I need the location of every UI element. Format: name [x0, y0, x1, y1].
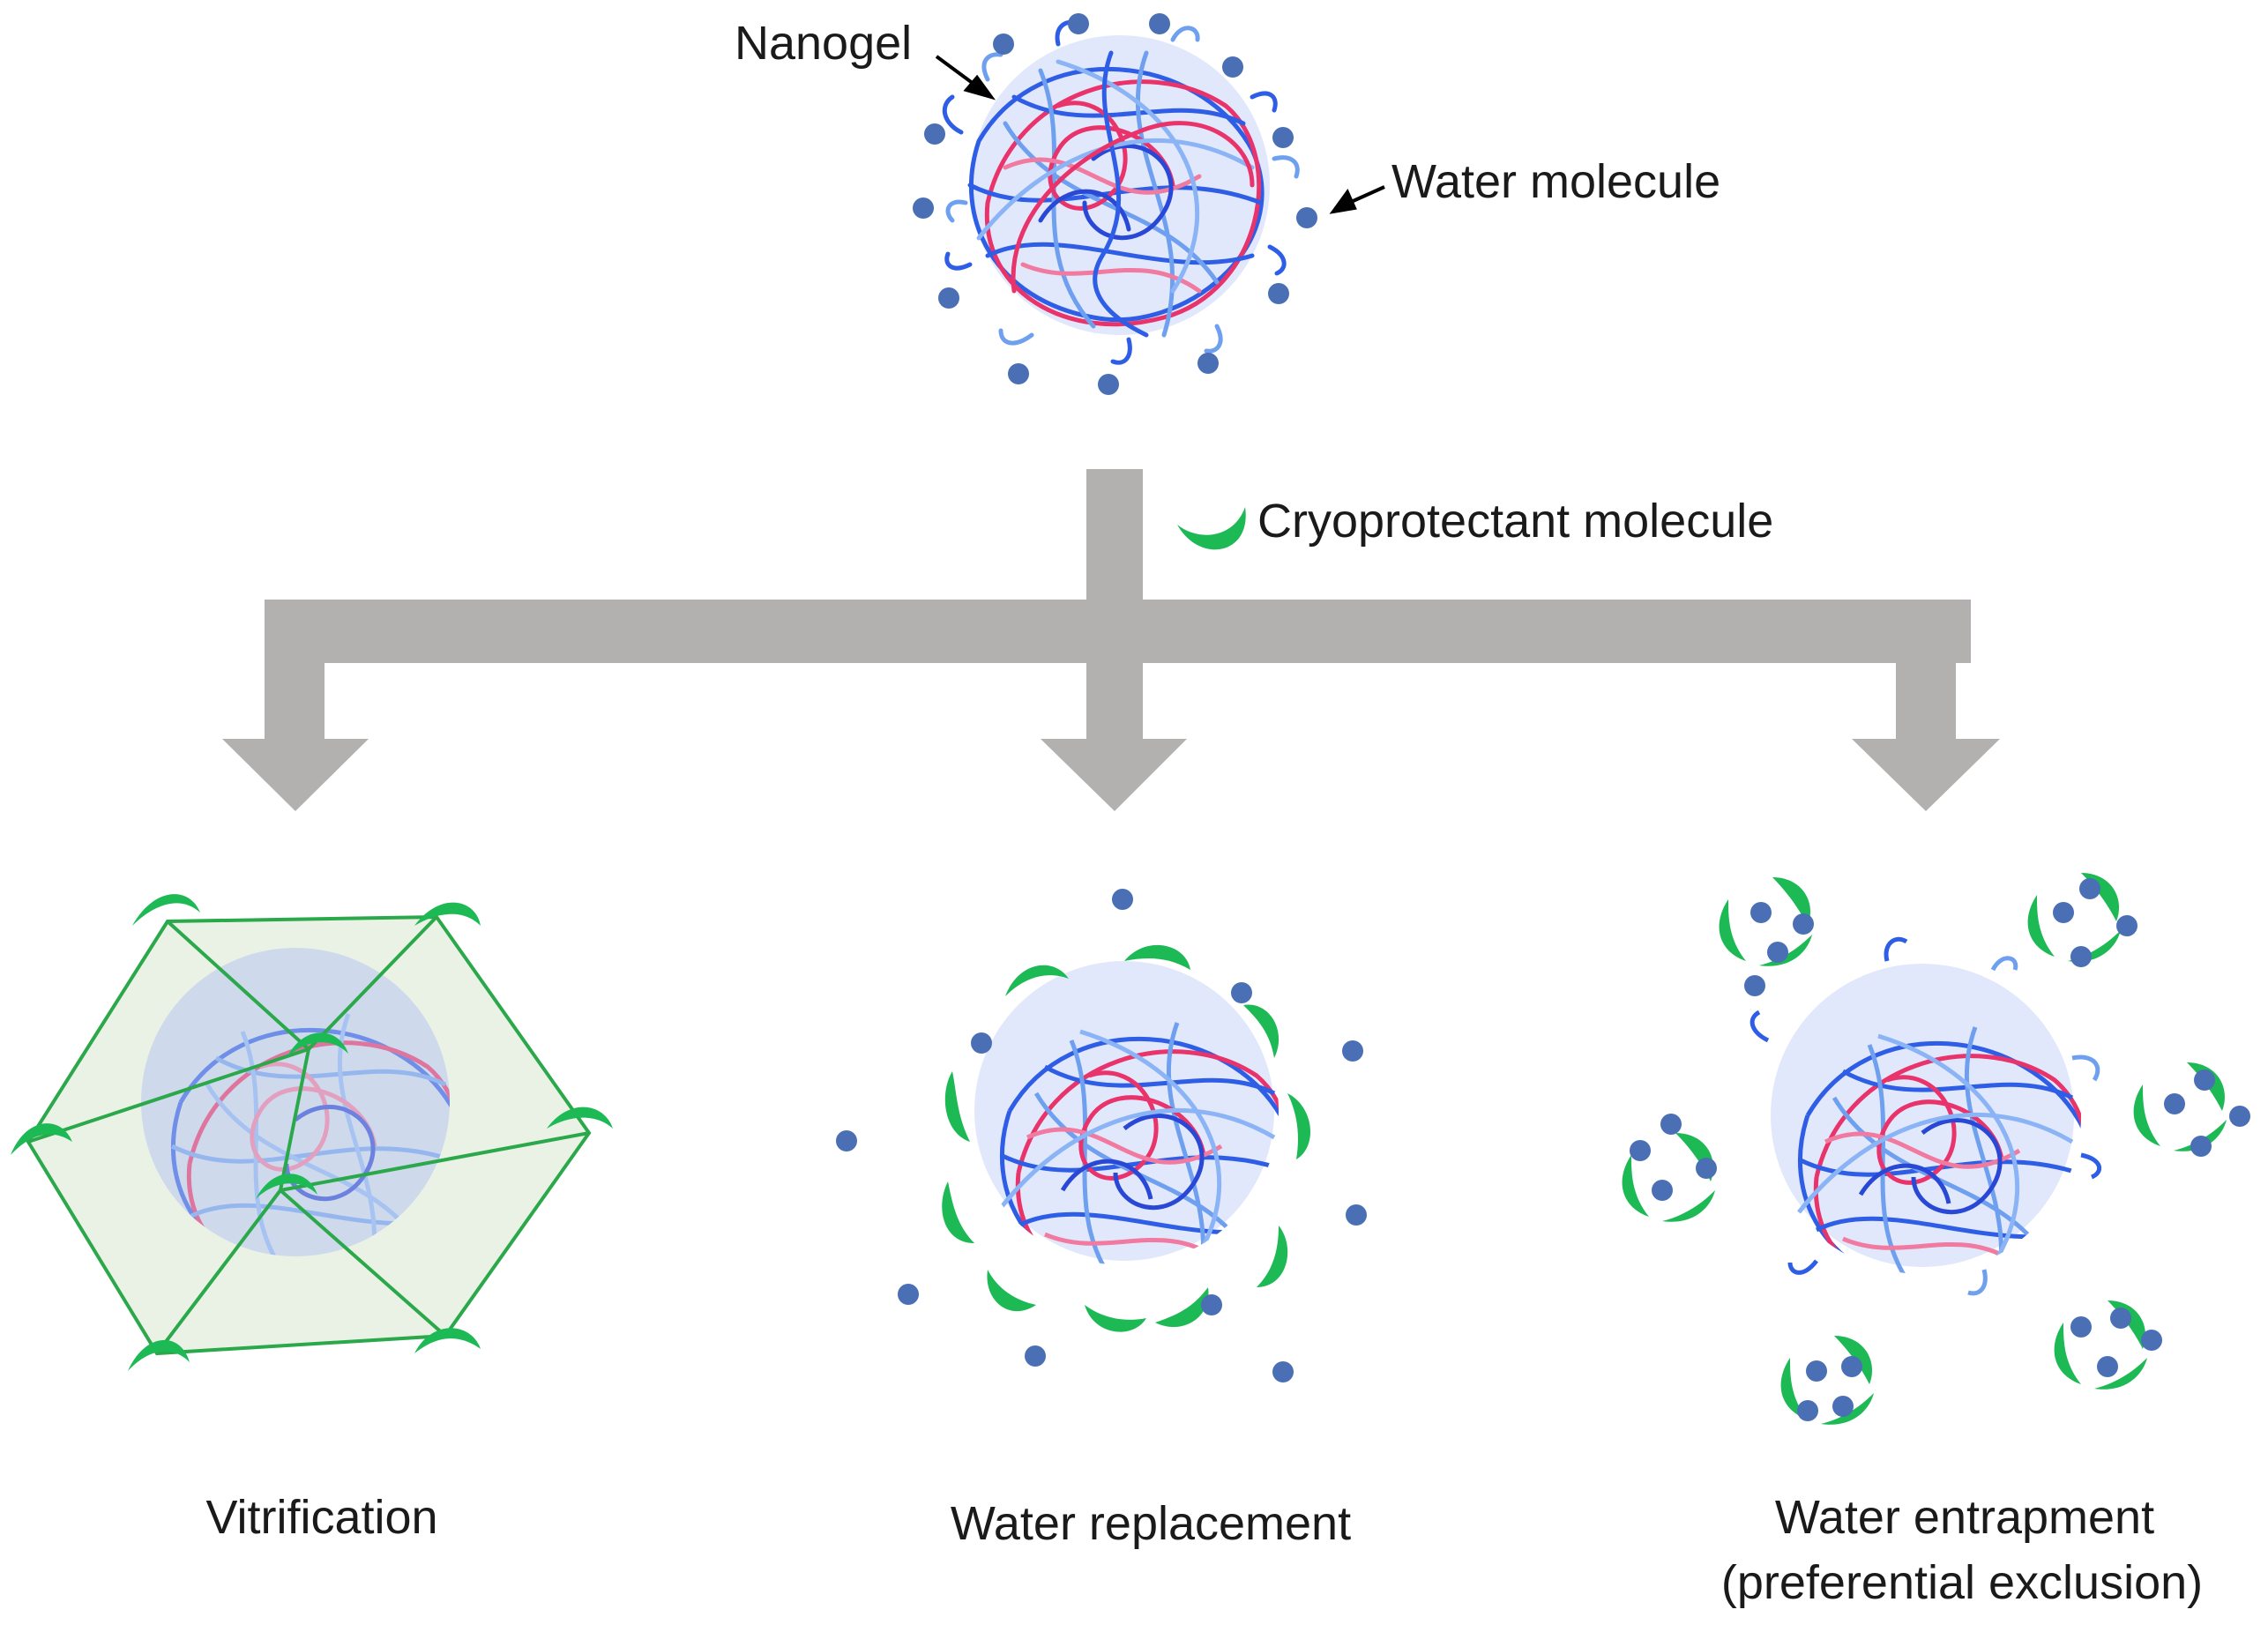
cryoprotectant-icon	[942, 944, 1311, 1332]
nanogel-icon	[974, 961, 1279, 1265]
entrapment-cluster	[1622, 1114, 1717, 1222]
entrapment-cluster	[2027, 873, 2137, 967]
entrapment-cluster	[1719, 877, 1814, 996]
water-molecule-icon	[836, 889, 1367, 1382]
callout-arrows	[935, 55, 1385, 214]
cryoprotectant-label: Cryoprotectant molecule	[1257, 495, 1774, 548]
water-molecule-label: Water molecule	[1391, 155, 1721, 208]
cryoprotectant-icon	[1177, 507, 1246, 550]
entrapment-cluster	[2133, 1062, 2250, 1157]
water-entrapment-label: Water entrapment	[1774, 1491, 2155, 1544]
nanogel-icon	[1749, 936, 2102, 1296]
nanogel-label: Nanogel	[735, 17, 913, 70]
water-molecule-icon	[913, 13, 1317, 395]
vitrification-label: Vitrification	[205, 1491, 438, 1544]
preferential-exclusion-label: (preferential exclusion)	[1720, 1556, 2204, 1609]
nanogel-icon	[942, 19, 1300, 365]
vitrification-cage-lines	[27, 915, 590, 1355]
flow-arrow-icon	[222, 469, 2000, 811]
entrapment-cluster	[1780, 1336, 1874, 1425]
entrapment-cluster	[2054, 1300, 2162, 1390]
cryoprotectant-icon	[11, 894, 613, 1371]
water-replacement-label: Water replacement	[950, 1497, 1352, 1550]
